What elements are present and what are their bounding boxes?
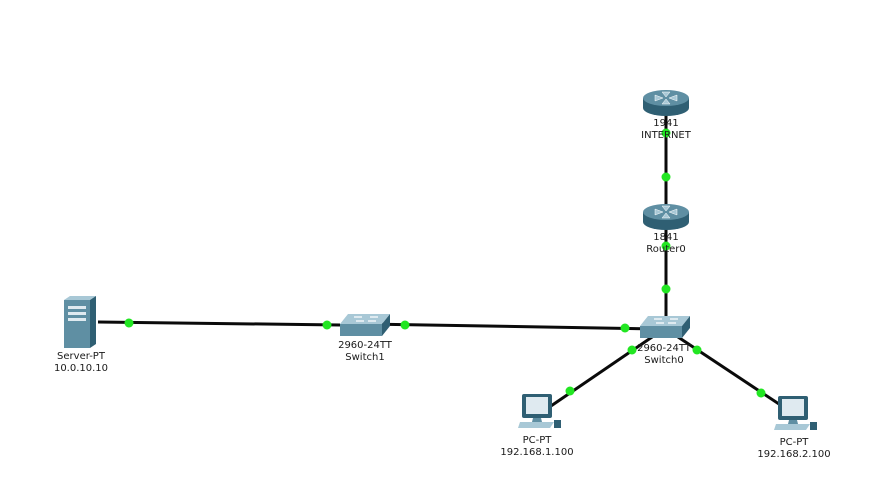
- switch-icon: [340, 314, 390, 336]
- router-router0[interactable]: [643, 204, 689, 230]
- device-model: 1941: [653, 118, 679, 129]
- label-internet: 1941 INTERNET: [641, 118, 691, 142]
- port-indicator-switch0-pc2-b: [756, 388, 766, 398]
- device-name: Router0: [646, 244, 686, 255]
- link-switch1-switch0[interactable]: [365, 322, 661, 331]
- port-indicator-internet-router0-b: [661, 172, 671, 182]
- device-model: 2960-24TT: [338, 340, 392, 351]
- device-name: 192.168.2.100: [757, 449, 831, 460]
- router-icon: [643, 204, 689, 230]
- port-indicator-server-switch1-b: [322, 320, 332, 330]
- device-model: PC-PT: [522, 435, 552, 446]
- port-indicator-router0-switch0-a: [661, 241, 671, 251]
- server-device[interactable]: [64, 296, 96, 348]
- router-internet[interactable]: [643, 90, 689, 116]
- label-pc2: PC-PT 192.168.2.100: [757, 437, 830, 461]
- device-model: 2960-24TT: [637, 343, 691, 354]
- port-indicator-server-switch1-a: [124, 318, 134, 328]
- link-server-switch1[interactable]: [97, 320, 341, 327]
- device-name: Switch0: [644, 355, 684, 366]
- device-model: 1841: [653, 232, 679, 243]
- server-icon: [64, 296, 96, 348]
- port-indicator-switch0-pc2-a: [692, 345, 702, 355]
- device-name: Switch1: [345, 352, 385, 363]
- pc-1[interactable]: [518, 394, 561, 428]
- switch-icon: [640, 316, 690, 338]
- port-indicator-internet-router0-a: [661, 128, 671, 138]
- device-name: 192.168.1.100: [500, 447, 574, 458]
- device-name: INTERNET: [641, 130, 691, 141]
- switch-switch0[interactable]: [640, 316, 690, 338]
- switch-switch1[interactable]: [340, 314, 390, 336]
- device-name: 10.0.10.10: [53, 363, 109, 374]
- port-indicator-switch0-pc1-b: [565, 386, 575, 396]
- pc-icon: [774, 396, 817, 430]
- device-model: PC-PT: [779, 437, 809, 448]
- device-model: Server-PT: [57, 351, 105, 362]
- port-indicator-switch1-switch0-b: [620, 323, 630, 333]
- pc-2[interactable]: [774, 396, 817, 430]
- ports-layer: [124, 128, 766, 398]
- label-switch0: 2960-24TT Switch0: [637, 343, 691, 367]
- label-router0: 1841 Router0: [646, 232, 686, 256]
- port-indicator-router0-switch0-b: [661, 284, 671, 294]
- router-icon: [643, 90, 689, 116]
- port-indicator-switch1-switch0-a: [400, 320, 410, 330]
- port-indicator-switch0-pc1-a: [627, 345, 637, 355]
- label-server: Server-PT 10.0.10.10: [54, 351, 108, 375]
- label-switch1: 2960-24TT Switch1: [338, 340, 392, 364]
- pc-icon: [518, 394, 561, 428]
- label-pc1: PC-PT 192.168.1.100: [500, 435, 573, 459]
- link-switch0-pc1[interactable]: [547, 333, 656, 410]
